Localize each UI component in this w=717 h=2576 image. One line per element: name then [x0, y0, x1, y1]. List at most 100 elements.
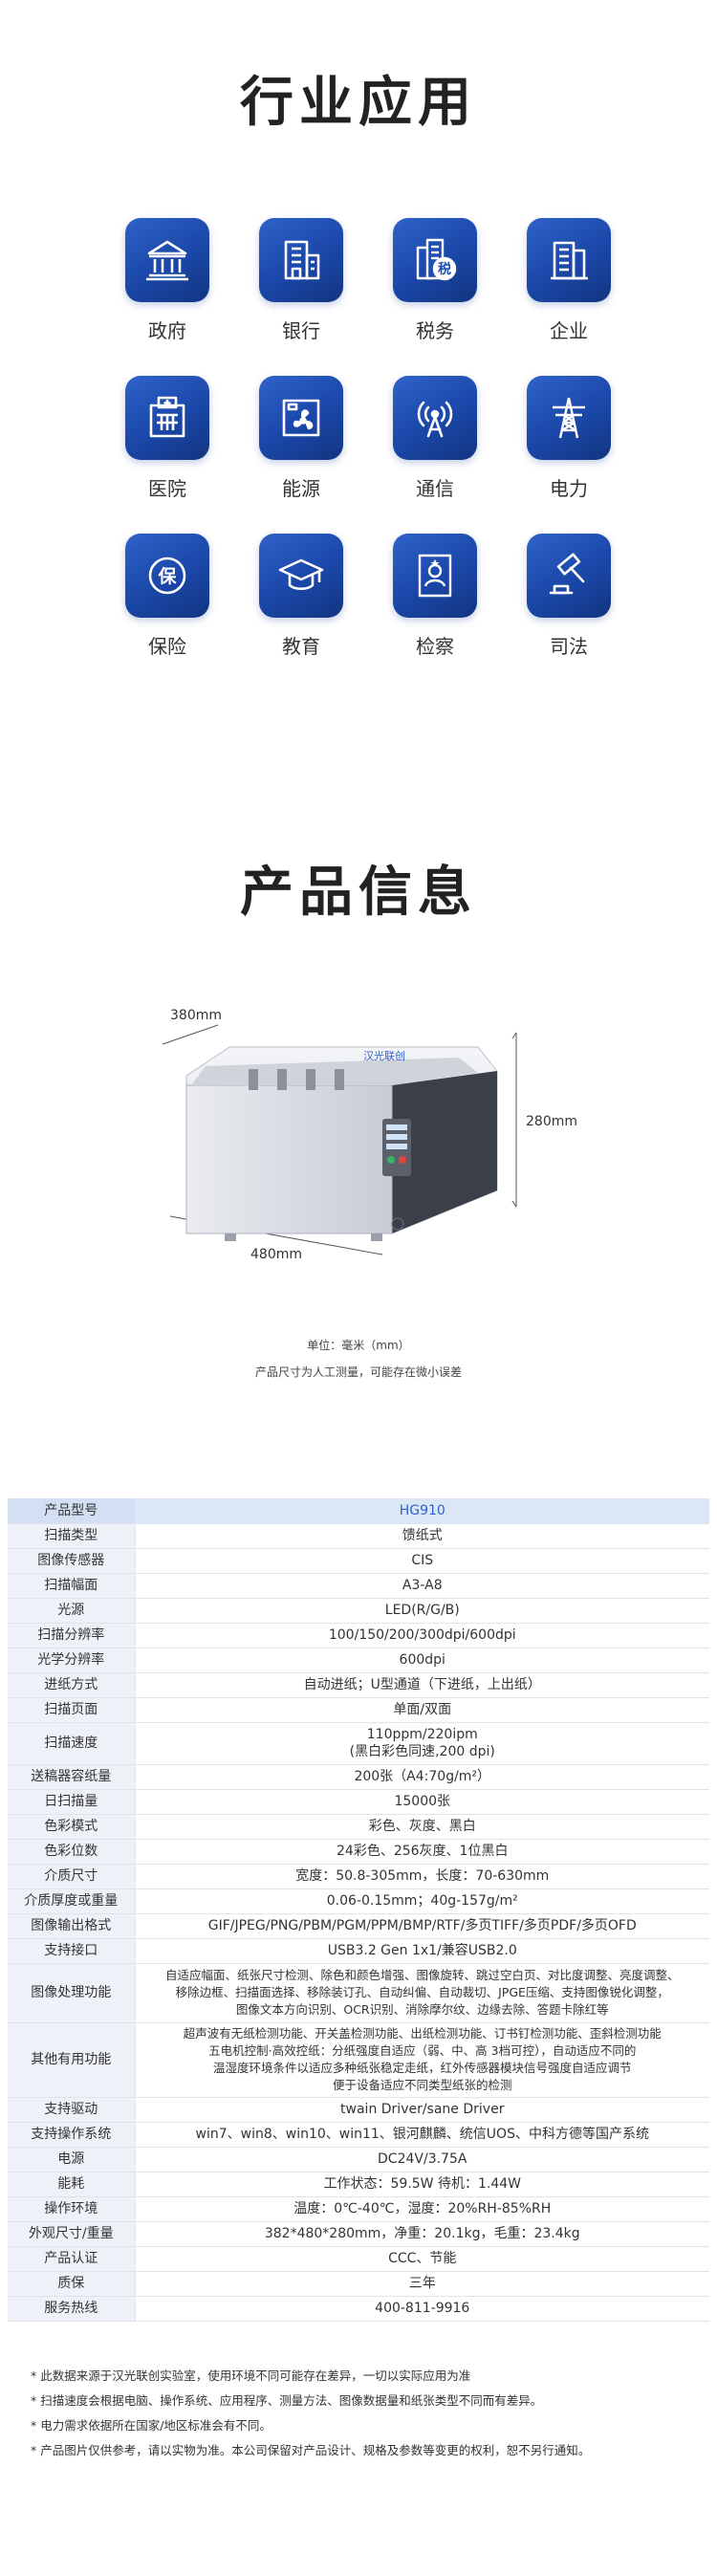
spec-value-line: 24彩色、256灰度、1位黑白	[337, 1844, 509, 1859]
spec-key: 扫描速度	[8, 1722, 136, 1765]
industry-item-insurance[interactable]: 保 保险	[100, 534, 234, 659]
industry-item-bank[interactable]: 银行	[234, 218, 368, 343]
industry-item-government[interactable]: 政府	[100, 218, 234, 343]
industry-label: 司法	[550, 635, 588, 658]
industry-label: 政府	[148, 319, 186, 342]
industry-item-energy[interactable]: 能源	[234, 376, 368, 501]
spec-value-line: 600dpi	[399, 1652, 445, 1668]
spec-value: 单面/双面	[135, 1697, 709, 1723]
insurance-shield-icon: 保	[125, 534, 209, 618]
spec-value-line: GIF/JPEG/PNG/PBM/PGM/PPM/BMP/RTF/多页TIFF/…	[207, 1918, 637, 1933]
industry-item-judiciary[interactable]: 司法	[502, 534, 636, 659]
spec-row: 进纸方式自动进纸；U型通道（下进纸，上出纸）	[8, 1672, 709, 1698]
spec-key: 扫描幅面	[8, 1573, 136, 1599]
industry-label: 通信	[416, 477, 454, 500]
spec-value-line: twain Driver/sane Driver	[340, 2102, 505, 2117]
energy-fan-icon	[259, 376, 343, 460]
measure-note: 产品尺寸为人工测量，可能存在微小误差	[254, 1365, 462, 1379]
footnote-item: * 产品图片仅供参考，请以实物为准。本公司保留对产品设计、规格及参数等变更的权利…	[31, 2443, 591, 2457]
spec-key: 图像处理功能	[8, 1963, 136, 2023]
spec-key: 支持操作系统	[8, 2122, 136, 2148]
spec-value-line: 自动进纸；U型通道（下进纸，上出纸）	[303, 1677, 541, 1692]
industry-item-hospital[interactable]: 医院	[100, 376, 234, 501]
spec-value: twain Driver/sane Driver	[135, 2097, 709, 2123]
industry-item-tax[interactable]: 税 税务	[368, 218, 502, 343]
industry-label: 教育	[282, 635, 320, 658]
spec-row: 色彩模式彩色、灰度、黑白	[8, 1814, 709, 1840]
spec-value-line: 100/150/200/300dpi/600dpi	[328, 1627, 516, 1643]
spec-row: 图像处理功能 自适应幅面、纸张尺寸检测、除色和颜色增强、图像旋转、跳过空白页、对比…	[8, 1963, 709, 2023]
industry-item-telecom[interactable]: 通信	[368, 376, 502, 501]
power-pylon-icon	[527, 376, 611, 460]
spec-row: 光学分辨率 600dpi	[8, 1648, 709, 1673]
footnote-item: * 扫描速度会根据电脑、操作系统、应用程序、测量方法、图像数据量和纸张类型不同而…	[31, 2393, 543, 2408]
enterprise-icon	[527, 218, 611, 302]
spec-row: 扫描类型 馈纸式	[8, 1523, 709, 1549]
spec-key: 介质厚度或重量	[8, 1888, 136, 1914]
spec-row: 其他有用功能超声波有无纸检测功能、开关盖检测功能、出纸检测功能、订书钉检测功能、…	[8, 2022, 709, 2098]
spec-value-line: 0.06-0.15mm；40g-157g/m²	[326, 1893, 518, 1909]
spec-key: 扫描类型	[8, 1523, 136, 1549]
spec-value-line: (黑白彩色同速,200 dpi)	[349, 1744, 495, 1759]
spec-value: 温度：0℃-40℃，湿度：20%RH-85%RH	[135, 2196, 709, 2222]
spec-key: 支持驱动	[8, 2097, 136, 2123]
spec-value-line: 馈纸式	[402, 1528, 443, 1543]
spec-value: 馈纸式	[135, 1523, 709, 1549]
spec-value-line: USB3.2 Gen 1x1/兼容USB2.0	[327, 1943, 517, 1958]
government-building-icon	[125, 218, 209, 302]
spec-key: 送稿器容纸量	[8, 1764, 136, 1790]
hospital-icon	[125, 376, 209, 460]
spec-row: 质保三年	[8, 2271, 709, 2297]
industry-label: 电力	[550, 477, 588, 500]
spec-value: 工作状态：59.5W 待机：1.44W	[135, 2172, 709, 2197]
dimension-width: 480mm	[250, 1247, 302, 1262]
scanner-illustration: 汉光联创	[162, 1024, 517, 1255]
spec-value-line: LED(R/G/B)	[384, 1603, 460, 1618]
spec-value: 自动进纸；U型通道（下进纸，上出纸）	[135, 1672, 709, 1698]
spec-key: 光学分辨率	[8, 1648, 136, 1673]
product-image: 汉光联创 380mm 280mm 480mm	[0, 994, 717, 1281]
spec-value: A3-A8	[135, 1573, 709, 1599]
industry-item-education[interactable]: 教育	[234, 534, 368, 659]
spec-key: 电源	[8, 2147, 136, 2172]
spec-row: 操作环境温度：0℃-40℃，湿度：20%RH-85%RH	[8, 2196, 709, 2222]
spec-value: 0.06-0.15mm；40g-157g/m²	[135, 1888, 709, 1914]
gavel-icon	[527, 534, 611, 618]
spec-key: 色彩位数	[8, 1839, 136, 1865]
spec-value: GIF/JPEG/PNG/PBM/PGM/PPM/BMP/RTF/多页TIFF/…	[135, 1913, 709, 1939]
spec-value-line: HG910	[399, 1502, 445, 1518]
spec-key: 光源	[8, 1598, 136, 1624]
industry-item-procuratorate[interactable]: 检察	[368, 534, 502, 659]
spec-value: 15000张	[135, 1789, 709, 1815]
spec-value-line: win7、win8、win10、win11、银河麒麟、统信UOS、中科方德等国产…	[195, 2127, 649, 2142]
spec-row: 扫描幅面 A3-A8	[8, 1573, 709, 1599]
industry-item-enterprise[interactable]: 企业	[502, 218, 636, 343]
prosecution-badge-icon	[393, 534, 477, 618]
industry-label: 能源	[282, 477, 320, 500]
spec-value: HG910	[135, 1498, 709, 1524]
industry-item-power[interactable]: 电力	[502, 376, 636, 501]
spec-row: 色彩位数 24彩色、256灰度、1位黑白	[8, 1839, 709, 1865]
spec-value-line: A3-A8	[402, 1578, 443, 1593]
dimension-depth: 380mm	[170, 1008, 222, 1023]
spec-value: 110ppm/220ipm(黑白彩色同速,200 dpi)	[135, 1722, 709, 1765]
spec-value-line: 单面/双面	[393, 1702, 452, 1717]
unit-note: 单位：毫米（mm）	[307, 1339, 410, 1352]
spec-key: 服务热线	[8, 2296, 136, 2322]
spec-key: 日扫描量	[8, 1789, 136, 1815]
industry-label: 检察	[416, 635, 454, 658]
spec-value-line: 自适应幅面、纸张尺寸检测、除色和颜色增强、图像旋转、跳过空白页、对比度调整、亮度…	[164, 1968, 680, 1982]
spec-value: 超声波有无纸检测功能、开关盖检测功能、出纸检测功能、订书钉检测功能、歪斜检测功能…	[135, 2022, 709, 2098]
spec-row: 介质尺寸宽度：50.8-305mm，长度：70-630mm	[8, 1864, 709, 1889]
spec-value-line: 温度：0℃-40℃，湿度：20%RH-85%RH	[293, 2201, 552, 2216]
